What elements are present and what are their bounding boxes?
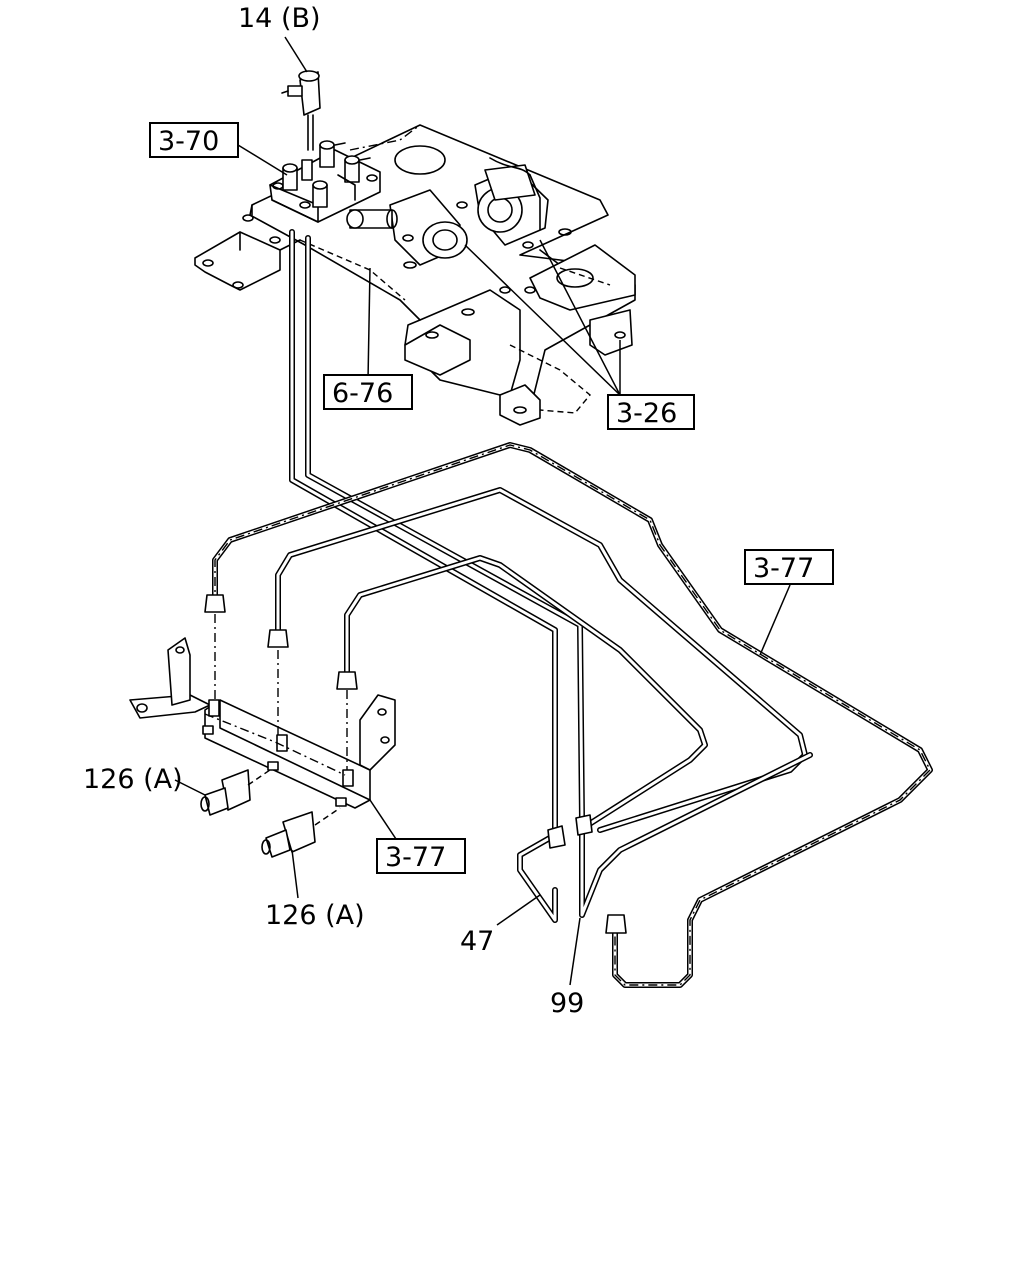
label-3-77-right: 3-77 [753, 553, 814, 584]
solenoid-valves [346, 157, 549, 266]
label-99: 99 [550, 988, 584, 1019]
brake-lines [204, 229, 933, 988]
ref-box-3-77-bottom [376, 838, 466, 874]
label-3-70: 3-70 [158, 126, 219, 157]
ref-box-3-77-right [744, 549, 834, 585]
label-126a-left: 126 (A) [83, 764, 183, 795]
tee-fitting-14b [281, 70, 321, 151]
pressure-switches [200, 769, 341, 858]
label-14b: 14 (B) [238, 3, 321, 34]
ref-box-3-70 [149, 122, 239, 158]
leader-lines [174, 36, 791, 986]
distribution-block [129, 614, 396, 809]
label-6-76: 6-76 [332, 378, 393, 409]
label-3-26: 3-26 [616, 398, 677, 429]
label-126a-bottom: 126 (A) [265, 900, 365, 931]
label-3-77-bottom: 3-77 [385, 842, 446, 873]
valve-block [269, 124, 421, 223]
label-47: 47 [460, 926, 494, 957]
ref-box-3-26 [607, 394, 695, 430]
ref-box-6-76 [323, 374, 413, 410]
mounting-plate [194, 124, 636, 426]
